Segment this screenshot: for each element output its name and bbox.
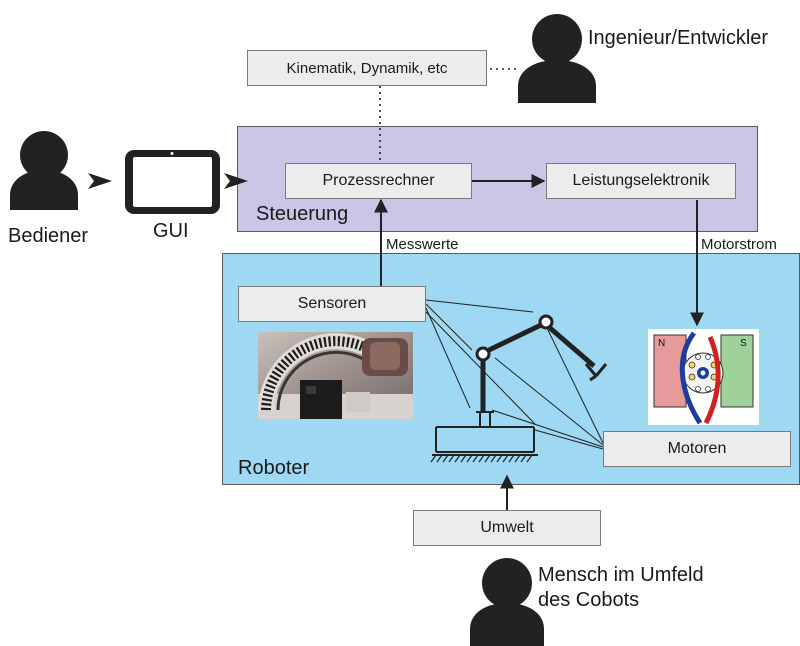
arrow-gui-steuerung — [224, 173, 248, 189]
node-kinematik: Kinematik, Dynamik, etc — [247, 50, 487, 86]
robot-arm-icon — [430, 314, 608, 463]
actor-label-mensch-1: Mensch im Umfeld — [538, 564, 704, 586]
edge-label-motorstrom: Motorstrom — [701, 236, 777, 253]
node-leistungselektronik: Leistungselektronik — [546, 163, 736, 199]
motor-pole-s: S — [740, 338, 747, 349]
person-silhouette-icon — [470, 558, 544, 646]
actor-label-gui: GUI — [153, 220, 189, 242]
arrow-bediener-gui — [88, 173, 112, 189]
person-silhouette-icon — [10, 131, 78, 210]
motor-pole-n: N — [658, 338, 665, 349]
node-sensoren: Sensoren — [238, 286, 426, 322]
node-prozessrechner: Prozessrechner — [285, 163, 472, 199]
actor-label-bediener: Bediener — [8, 225, 89, 247]
actor-label-mensch-2: des Cobots — [538, 589, 640, 611]
actor-label-ingenieur: Ingenieur/Entwickler — [588, 27, 769, 49]
node-umwelt: Umwelt — [413, 510, 601, 546]
region-steuerung-label: Steuerung — [256, 203, 349, 225]
edge-label-messwerte: Messwerte — [386, 236, 459, 253]
encoder-photo — [258, 332, 413, 419]
node-motoren: Motoren — [603, 431, 791, 467]
person-silhouette-icon — [518, 14, 596, 103]
region-roboter-label: Roboter — [238, 457, 310, 479]
tablet-icon — [125, 150, 220, 214]
motor-diagram: N S — [648, 329, 759, 425]
